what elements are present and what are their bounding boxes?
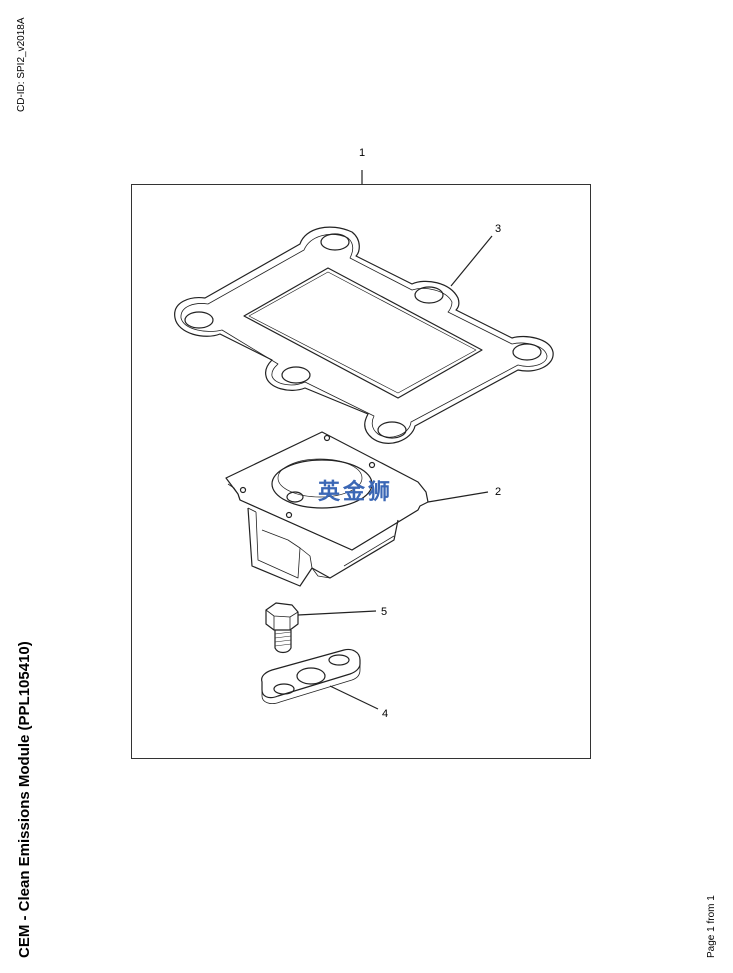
callout-4-label: 4 xyxy=(382,708,389,720)
callout-4-leader xyxy=(329,685,379,710)
drawing-frame xyxy=(131,184,591,759)
bolt-part xyxy=(265,602,299,654)
callout-2-leader xyxy=(427,491,489,503)
callout-3-leader xyxy=(450,235,493,287)
callout-2-label: 2 xyxy=(495,486,502,498)
watermark-logo: 英金狮 xyxy=(318,480,394,505)
gasket-part xyxy=(174,226,554,444)
callout-5-leader xyxy=(297,610,377,616)
housing-part xyxy=(225,431,429,587)
callout-5-label: 5 xyxy=(381,606,388,618)
callout-3-label: 3 xyxy=(495,223,502,235)
callout-1-label: 1 xyxy=(359,147,366,159)
plate-part xyxy=(261,648,361,704)
